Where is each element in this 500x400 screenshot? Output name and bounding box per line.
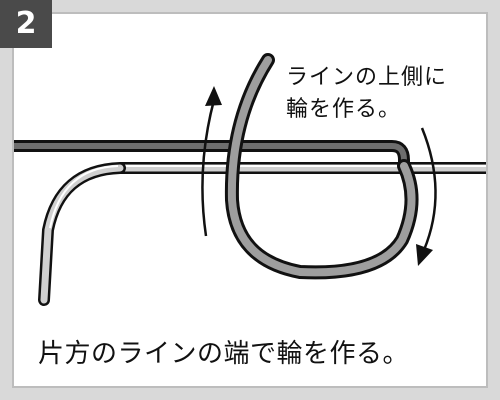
standing-line [120,162,486,174]
arrow-up-left [201,86,222,237]
arrowhead-up-icon [205,86,222,106]
annotation-line-1: ラインの上側に [286,65,448,90]
loop [224,53,419,280]
line-tail [38,162,126,306]
annotation-line-2: 輪を作る。 [286,97,402,122]
step-number-badge: 2 [0,0,52,48]
caption: 片方のラインの端で輪を作る。 [38,339,410,369]
arrow-down-right [416,127,437,266]
annotation-text: ラインの上側に 輪を作る。 [286,62,476,126]
arrowhead-down-icon [416,244,433,266]
